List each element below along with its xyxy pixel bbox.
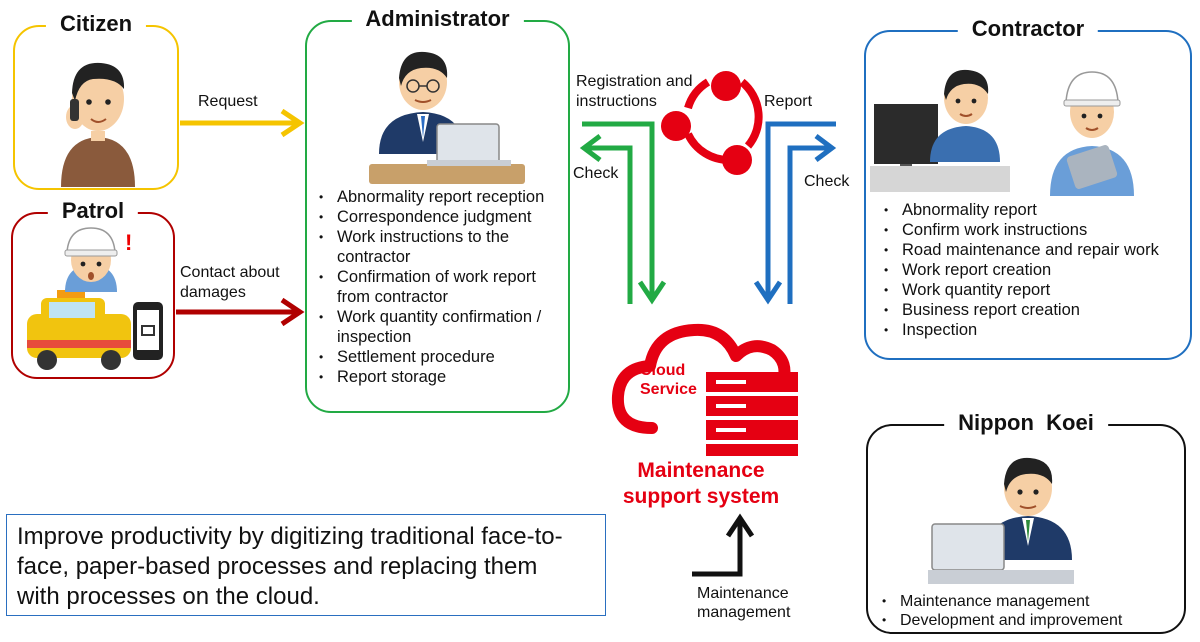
contractor-task-item: Confirm work instructions: [880, 220, 1192, 240]
contact-arrow: [176, 297, 305, 327]
system-name: Maintenance support system: [622, 459, 780, 508]
check-right-arrow: [753, 121, 836, 305]
contractor-task-item: Road maintenance and repair work: [880, 240, 1192, 260]
administrator-title: Administrator: [351, 6, 524, 32]
summary-box: Improve productivity by digitizing tradi…: [6, 514, 606, 616]
office-worker-laptop-icon: [369, 51, 525, 184]
workers-computer-tablet-icon: [870, 69, 1134, 196]
contractor-task-item: Work quantity report: [880, 280, 1192, 300]
contractor-box: Contractor Abnormality report Confirm wo…: [864, 16, 1192, 360]
contractor-task-item: Abnormality report: [880, 200, 1192, 220]
contractor-task-item: Business report creation: [880, 300, 1192, 320]
svg-text:!: !: [125, 230, 132, 255]
check-left-label: Check: [573, 165, 619, 182]
administrator-task-item: Abnormality report reception: [315, 187, 570, 207]
registration-label: Registration and instructions: [576, 73, 693, 110]
cloud-server-icon: [611, 323, 798, 456]
check-right-label: Check: [804, 173, 850, 190]
nippon-koei-box: Nippon Koei Maintenance management Devel…: [866, 410, 1186, 634]
nippon-koei-task-item: Maintenance management: [878, 592, 1184, 611]
share-network-icon: [661, 71, 763, 175]
nippon-koei-task-item: Development and improvement: [878, 611, 1184, 630]
contractor-task-list: Abnormality report Confirm work instruct…: [880, 200, 1192, 340]
administrator-task-item: Work instructions to the contractor: [315, 227, 570, 267]
contact-label: Contact about damages: [180, 264, 280, 301]
summary-text: Improve productivity by digitizing tradi…: [17, 523, 563, 610]
patrol-worker-with-car-icon: !: [27, 227, 163, 370]
nippon-koei-title: Nippon Koei: [944, 410, 1108, 436]
administrator-task-item: Correspondence judgment: [315, 207, 570, 227]
request-label: Request: [198, 93, 258, 110]
patrol-box: Patrol !: [11, 198, 175, 379]
nippon-koei-task-list: Maintenance management Development and i…: [878, 592, 1184, 630]
contractor-task-item: Work report creation: [880, 260, 1192, 280]
administrator-task-item: Confirmation of work report from contrac…: [315, 267, 570, 307]
administrator-box: Administrator Abnormality report recepti…: [305, 6, 570, 413]
registration-arrow: [582, 121, 667, 305]
maintenance-management-label: Maintenance management: [697, 585, 791, 621]
report-arrow: [787, 134, 837, 304]
citizen-title: Citizen: [45, 11, 147, 37]
report-label: Report: [764, 93, 813, 110]
administrator-task-list: Abnormality report reception Corresponde…: [315, 187, 570, 387]
cloud-service-label: Cloud Service: [640, 362, 697, 398]
contractor-task-item: Inspection: [880, 320, 1192, 340]
engineer-laptop-icon: [928, 457, 1074, 584]
patrol-title: Patrol: [47, 198, 139, 224]
person-on-phone-icon: [61, 62, 135, 187]
contractor-title: Contractor: [957, 16, 1099, 42]
citizen-box: Citizen: [13, 11, 179, 190]
request-arrow: [180, 108, 305, 138]
maintenance-arrow: [692, 513, 755, 577]
administrator-task-item: Work quantity confirmation / inspection: [315, 307, 570, 347]
check-left-arrow: [579, 134, 633, 304]
administrator-task-item: Report storage: [315, 367, 570, 387]
administrator-task-item: Settlement procedure: [315, 347, 570, 367]
